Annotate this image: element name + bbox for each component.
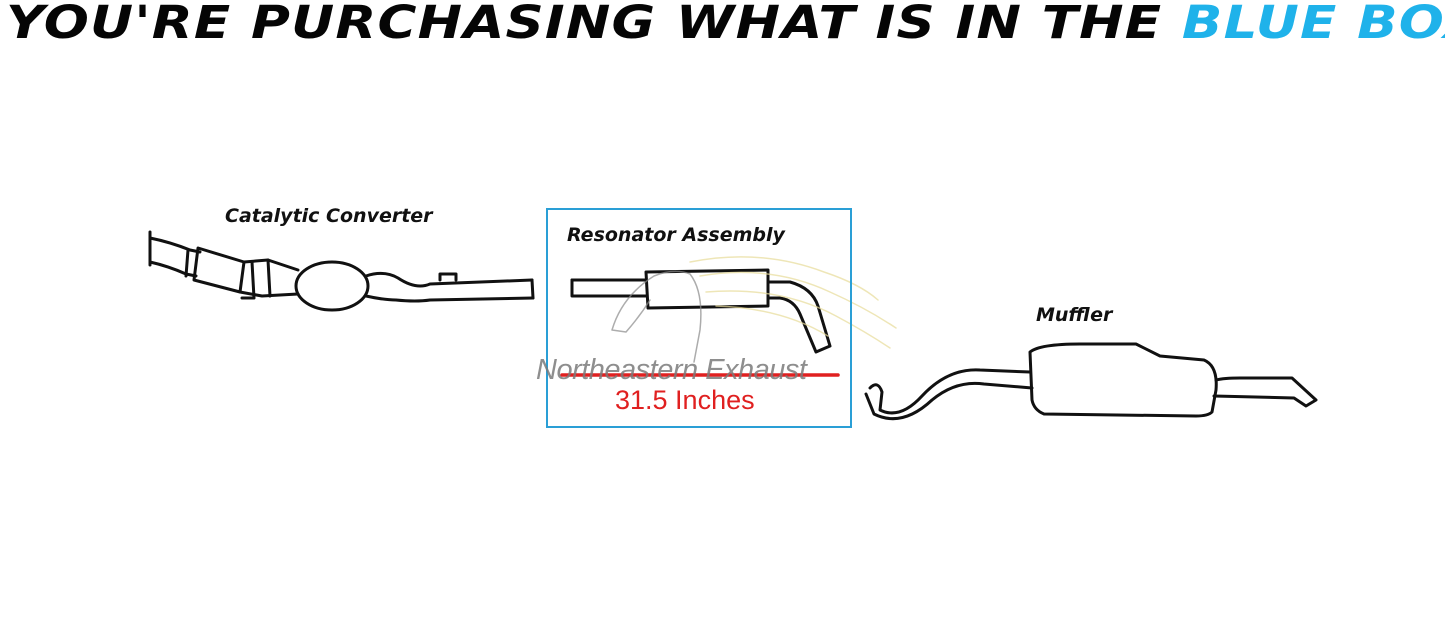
- watermark-text: Northeastern Exhaust: [536, 354, 807, 386]
- selected-part-box: [546, 208, 852, 428]
- headline-lead: YOU'RE PURCHASING WHAT IS IN THE: [6, 0, 1182, 49]
- resonator-assembly-label: Resonator Assembly: [567, 224, 785, 246]
- catalytic-converter-drawing: [148, 230, 535, 312]
- catalytic-converter-label: Catalytic Converter: [225, 205, 433, 227]
- resonator-drawing: [570, 268, 832, 354]
- muffler-label: Muffler: [1036, 304, 1113, 326]
- headline-highlight: BLUE BOX: [1181, 0, 1445, 49]
- muffler-drawing: [864, 342, 1318, 421]
- horse-head-icon: [611, 256, 897, 363]
- page-headline: YOU'RE PURCHASING WHAT IS IN THE BLUE BO…: [6, 0, 1445, 50]
- length-label: 31.5 Inches: [615, 385, 755, 415]
